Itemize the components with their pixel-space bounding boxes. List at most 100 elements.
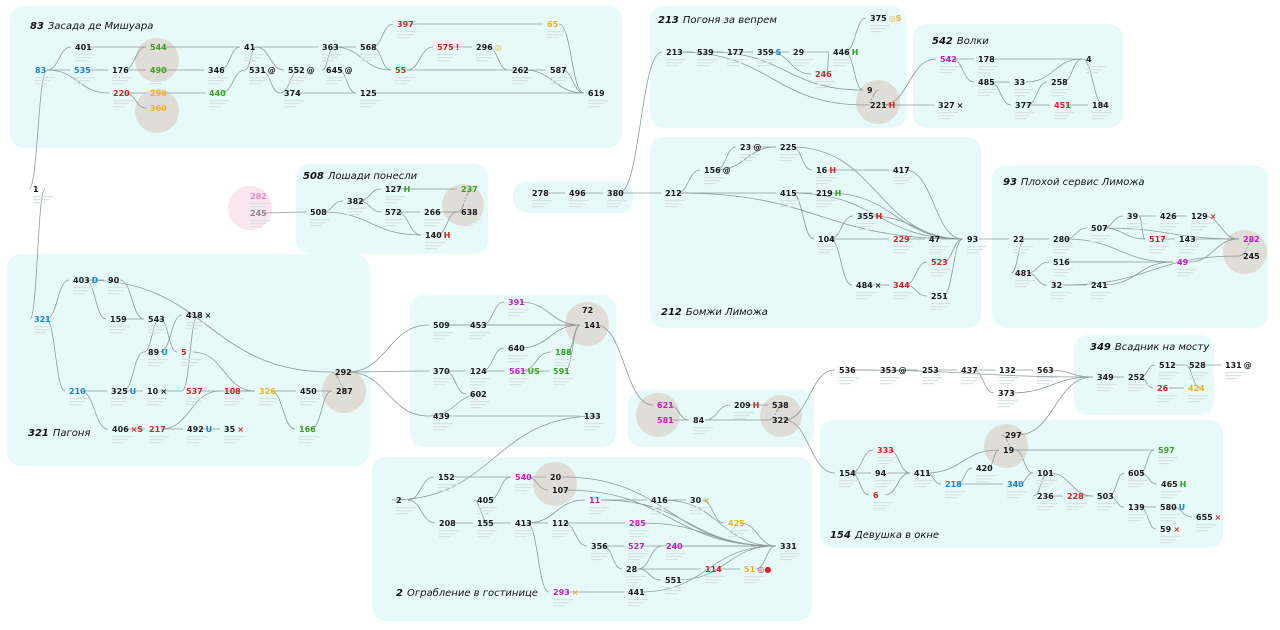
caption-line xyxy=(1179,249,1195,251)
node-112: 112 xyxy=(552,519,569,528)
caption-line xyxy=(665,203,681,205)
caption-line xyxy=(929,249,945,251)
caption-line xyxy=(999,383,1011,385)
caption-line xyxy=(150,100,170,102)
caption-line xyxy=(147,404,159,406)
caption-line xyxy=(149,442,161,444)
node-label: 240 xyxy=(666,542,683,551)
caption-line xyxy=(772,427,792,429)
node-282b: 282 xyxy=(1243,235,1260,244)
node-72: 72 xyxy=(582,306,593,315)
caption-line xyxy=(385,219,405,221)
caption-line xyxy=(326,83,338,85)
node-139: 139 xyxy=(1128,503,1145,512)
node-363: 363 xyxy=(322,43,339,52)
caption-line xyxy=(1005,442,1025,444)
caption-line xyxy=(433,378,453,380)
caption-line xyxy=(74,80,90,82)
node-485: 485 xyxy=(978,78,995,87)
node-413: 413 xyxy=(515,519,532,528)
caption-line xyxy=(1015,118,1027,120)
caption-line xyxy=(998,403,1014,405)
caption-line xyxy=(150,60,162,62)
edge-382-572 xyxy=(358,200,382,213)
node-label: 33 xyxy=(1014,78,1025,87)
caption-line xyxy=(1054,115,1070,117)
edges-layer xyxy=(28,17,1256,593)
node-label: 65 xyxy=(547,20,559,29)
node-417: 417 xyxy=(893,166,910,175)
caption-line xyxy=(508,355,528,357)
node-label: 551 xyxy=(665,576,682,585)
node-360: 360 xyxy=(150,104,167,113)
caption-line xyxy=(550,77,570,79)
caption-line xyxy=(35,80,51,82)
node-509: 509 xyxy=(433,321,450,330)
edge-155-405 xyxy=(472,499,490,524)
caption-line xyxy=(628,599,648,601)
caption-line xyxy=(512,77,532,79)
edge-112-356 xyxy=(563,522,588,547)
edge-104-484 xyxy=(829,238,853,286)
node-label: 405 xyxy=(477,496,494,505)
caption-line xyxy=(553,599,573,601)
node-246: 246 xyxy=(815,70,832,79)
node-218: 218 xyxy=(945,480,962,489)
node-mark: D xyxy=(92,276,99,285)
caption-line xyxy=(1158,463,1170,465)
caption-line xyxy=(35,77,55,79)
caption-line xyxy=(1160,542,1172,544)
node-439: 439 xyxy=(433,412,450,421)
caption-line xyxy=(395,77,415,79)
node-label: 353 xyxy=(880,366,897,375)
node-597: 597 xyxy=(1158,446,1175,455)
caption-line xyxy=(914,483,930,485)
caption-line xyxy=(893,177,913,179)
caption-line xyxy=(780,200,800,202)
node-237: 237 xyxy=(461,185,478,194)
node-label: 363 xyxy=(322,43,339,52)
node-220: 220 xyxy=(113,89,130,98)
edge-262-619 xyxy=(523,69,585,94)
node-label: 509 xyxy=(433,321,450,330)
caption-line xyxy=(310,219,330,221)
caption-line xyxy=(1127,226,1143,228)
node-label: 523 xyxy=(931,258,948,267)
node-label: 397 xyxy=(397,20,414,29)
node-label: 655 xyxy=(1196,513,1213,522)
edge-83-401 xyxy=(46,46,72,71)
node-label: 580 xyxy=(1160,503,1177,512)
node-101: 101 xyxy=(1037,469,1054,478)
caption-line xyxy=(651,507,671,509)
caption-line xyxy=(607,200,627,202)
caption-line xyxy=(1067,503,1087,505)
caption-line xyxy=(299,436,319,438)
caption-line xyxy=(186,328,198,330)
node-mark: × xyxy=(703,496,710,505)
caption-line xyxy=(875,486,887,488)
caption-line xyxy=(187,442,199,444)
caption-line xyxy=(873,508,885,510)
caption-line xyxy=(476,57,492,59)
node-11: 11 xyxy=(589,496,601,505)
caption-line xyxy=(69,398,89,400)
caption-line xyxy=(310,222,326,224)
node-label: 217 xyxy=(149,425,166,434)
caption-line xyxy=(74,83,86,85)
node-mark: @ xyxy=(723,166,731,175)
caption-line xyxy=(249,83,261,85)
caption-line xyxy=(856,295,872,297)
caption-line xyxy=(757,62,773,64)
node-label: 439 xyxy=(433,412,450,421)
node-label: 2 xyxy=(396,496,402,505)
node-mark: ◎S xyxy=(889,14,902,23)
caption-line xyxy=(148,329,164,331)
caption-line xyxy=(816,183,828,185)
node-label: 426 xyxy=(1160,212,1177,221)
caption-line xyxy=(108,290,124,292)
caption-line xyxy=(976,481,988,483)
node-441: 441 xyxy=(628,588,645,597)
panel-name: Погоня за вепрем xyxy=(683,15,777,26)
caption-line xyxy=(112,439,128,441)
